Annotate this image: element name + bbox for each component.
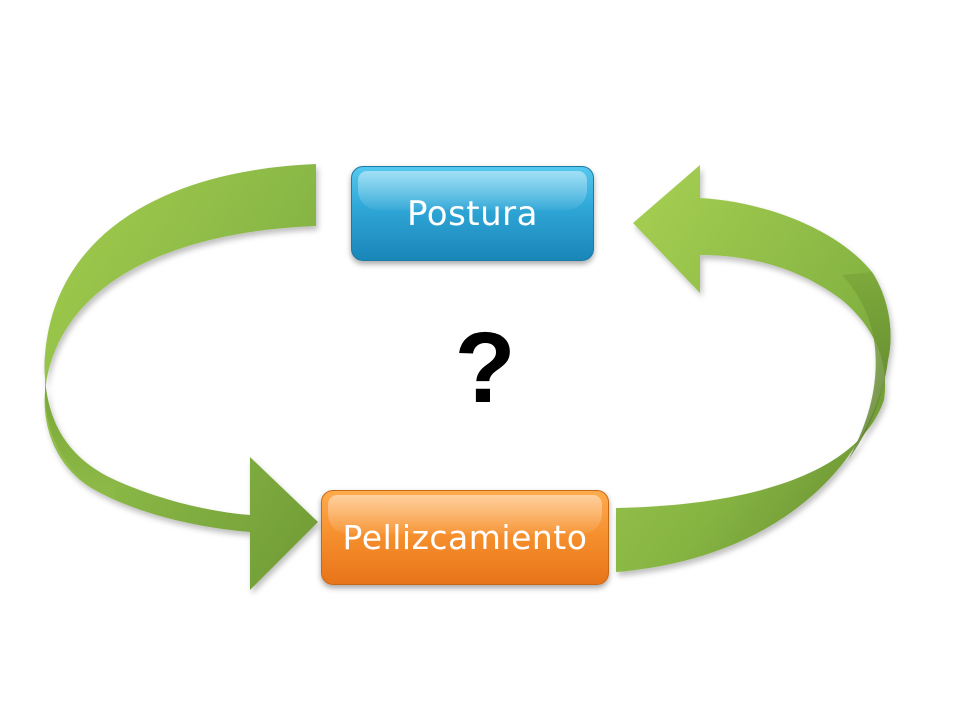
node-pellizcamiento-label: Pellizcamiento xyxy=(342,518,588,557)
node-postura: Postura xyxy=(351,166,594,261)
arrow-right-body xyxy=(616,165,891,572)
node-postura-label: Postura xyxy=(407,193,538,234)
arrow-right-twist xyxy=(842,272,891,460)
arrow-right xyxy=(616,165,891,572)
arrow-left xyxy=(44,164,318,590)
question-mark: ? xyxy=(454,311,516,424)
arrow-left-twist xyxy=(44,355,116,500)
arrow-left-body xyxy=(44,164,318,590)
node-pellizcamiento: Pellizcamiento xyxy=(321,490,609,585)
